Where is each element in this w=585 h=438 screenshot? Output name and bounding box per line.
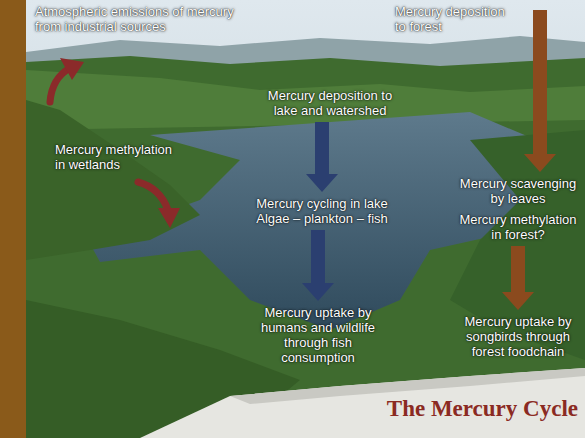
flow-arrow bbox=[302, 230, 334, 301]
cycle-step-label: Mercury deposition to forest bbox=[395, 4, 515, 34]
cycle-step-label: Atmospheric emissions of mercury from in… bbox=[35, 4, 255, 34]
cycle-step-label: Mercury methylation in forest? bbox=[453, 212, 583, 242]
cycle-step-label: Mercury uptake by songbirds through fore… bbox=[448, 314, 585, 359]
cycle-step-label: Mercury scavenging by leaves bbox=[456, 176, 580, 206]
flow-arrow bbox=[502, 246, 534, 310]
cycle-step-label: Mercury methylation in wetlands bbox=[55, 142, 180, 172]
cycle-step-label: Mercury cycling in lake Algae – plankton… bbox=[242, 196, 402, 226]
flow-arrow bbox=[306, 122, 338, 192]
cycle-step-label: Mercury uptake by humans and wildlife th… bbox=[253, 305, 383, 365]
flow-arrow bbox=[524, 10, 556, 172]
cycle-step-label: Mercury deposition to lake and watershed bbox=[260, 88, 400, 118]
diagram-title: The Mercury Cycle bbox=[387, 396, 578, 422]
